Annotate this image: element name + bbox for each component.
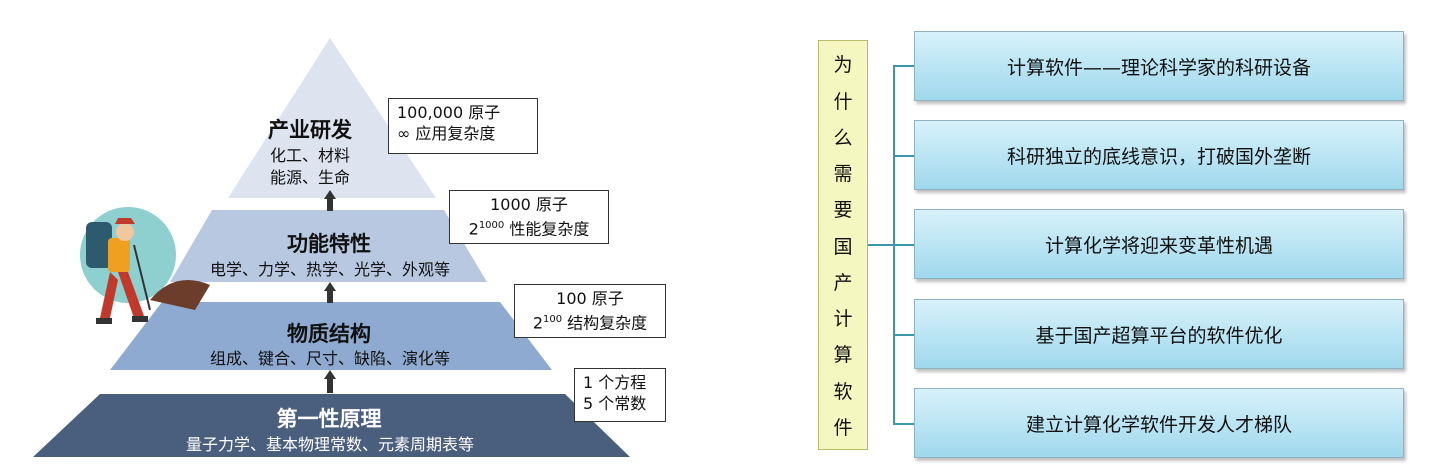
question-char: 么 xyxy=(833,126,853,149)
connector-stem xyxy=(868,244,894,246)
question-char: 为 xyxy=(833,54,853,77)
tier-subtitle-first-principles: 量子力学、基本物理常数、元素周期表等 xyxy=(185,435,474,454)
note-first-principles: 1 个方程 5 个常数 xyxy=(574,368,666,422)
connector-branch xyxy=(893,244,914,246)
pyramid-graphic xyxy=(33,38,630,457)
reason-box: 计算化学将迎来变革性机遇 xyxy=(914,209,1404,279)
up-arrow-icon xyxy=(324,370,336,393)
note-functional: 1000 原子 21000 性能复杂度 xyxy=(449,190,609,244)
question-char: 计 xyxy=(833,308,853,330)
reason-box: 计算软件——理论科学家的科研设备 xyxy=(914,31,1404,101)
question-char: 要 xyxy=(833,199,853,222)
note-functional-line2: 21000 性能复杂度 xyxy=(468,219,590,239)
reason-box: 基于国产超算平台的软件优化 xyxy=(914,299,1404,369)
tier-subtitle-structure: 组成、键合、尺寸、缺陷、演化等 xyxy=(209,349,450,368)
reason-box: 建立计算化学软件开发人才梯队 xyxy=(914,388,1404,458)
tier-base-shape xyxy=(33,394,630,457)
note-structure-line2: 2100 结构复杂度 xyxy=(532,313,648,333)
connector-branch xyxy=(893,334,914,336)
reason-text: 建立计算化学软件开发人才梯队 xyxy=(1025,413,1292,436)
question-char: 算 xyxy=(833,344,853,367)
up-arrow-icon xyxy=(324,282,336,303)
connector-branch xyxy=(893,423,914,425)
tier-top-shape xyxy=(228,38,436,198)
note-first-principles-line1: 1 个方程 xyxy=(583,373,647,392)
tier-subtitle-industry-1: 化工、材料 xyxy=(269,146,350,165)
tier-title-functional: 功能特性 xyxy=(287,232,371,256)
reason-text: 计算软件——理论科学家的科研设备 xyxy=(1006,56,1311,79)
question-char: 需 xyxy=(833,163,853,185)
tier-title-first-principles: 第一性原理 xyxy=(276,407,382,431)
reason-text: 科研独立的底线意识，打破国外垄断 xyxy=(1006,145,1311,168)
question-char: 产 xyxy=(833,271,853,294)
note-structure-line1: 100 原子 xyxy=(556,289,624,308)
question-box: 为 什 么 需 要 国 产 计 算 软 件 xyxy=(818,40,868,450)
reason-text: 计算化学将迎来变革性机遇 xyxy=(1044,234,1273,257)
note-industry-line2: ∞ 应用复杂度 xyxy=(397,124,496,143)
tier-structure-shape xyxy=(110,302,552,370)
hiker-icon xyxy=(80,207,210,324)
reason-text: 基于国产超算平台的软件优化 xyxy=(1035,324,1283,347)
reason-box: 科研独立的底线意识，打破国外垄断 xyxy=(914,120,1404,190)
note-industry: 100,000 原子 ∞ 应用复杂度 xyxy=(388,98,538,154)
note-structure: 100 原子 2100 结构复杂度 xyxy=(514,284,666,338)
tier-title-industry: 产业研发 xyxy=(268,118,352,142)
question-char: 国 xyxy=(833,235,853,258)
connector-branch xyxy=(893,65,914,67)
note-industry-line1: 100,000 原子 xyxy=(397,103,501,122)
tier-subtitle-functional: 电学、力学、热学、光学、外观等 xyxy=(209,260,450,279)
note-functional-line1: 1000 原子 xyxy=(490,195,568,214)
tier-subtitle-industry-2: 能源、生命 xyxy=(269,168,350,187)
tier-functional-shape xyxy=(170,210,487,282)
question-char: 软 xyxy=(833,380,853,403)
connector-branch xyxy=(893,155,914,157)
up-arrow-icon xyxy=(324,190,336,211)
note-first-principles-line2: 5 个常数 xyxy=(583,394,647,413)
tier-title-structure: 物质结构 xyxy=(287,322,371,346)
question-char: 什 xyxy=(833,90,853,113)
question-char: 件 xyxy=(833,416,853,439)
